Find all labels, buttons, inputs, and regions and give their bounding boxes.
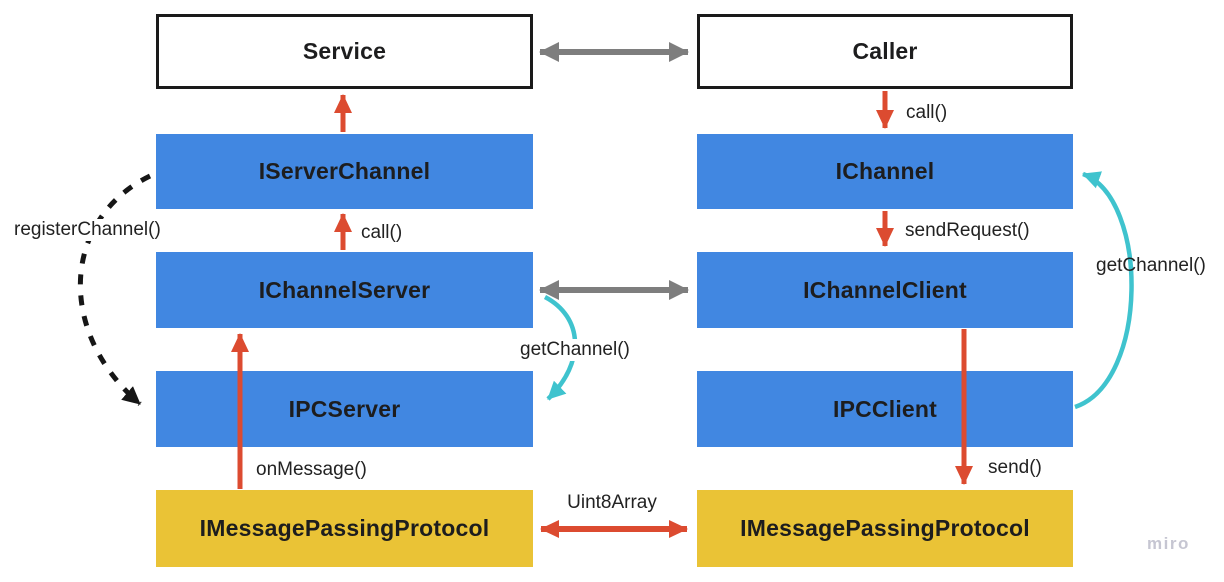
node-imessagepassingprotocol-client: IMessagePassingProtocol (697, 490, 1073, 567)
label-getchannel-left: getChannel() (518, 339, 632, 361)
node-ipcclient: IPCClient (697, 371, 1073, 447)
label-send: send() (988, 457, 1042, 478)
label-uint8array: Uint8Array (567, 492, 657, 513)
edge-getchannel-right (1074, 171, 1134, 410)
node-caller: Caller (697, 14, 1073, 89)
node-ipcserver: IPCServer (156, 371, 533, 447)
label-sendrequest: sendRequest() (905, 220, 1030, 241)
node-iserverchannel: IServerChannel (156, 134, 533, 209)
label-registerchannel: registerChannel() (12, 219, 163, 241)
miro-watermark: miro (1147, 534, 1190, 553)
label-onmessage: onMessage() (256, 459, 367, 480)
edge-registerchannel (78, 173, 152, 406)
label-getchannel-right: getChannel() (1096, 255, 1206, 276)
node-imessagepassingprotocol-server: IMessagePassingProtocol (156, 490, 533, 567)
node-ichannelserver: IChannelServer (156, 252, 533, 328)
node-ichannel: IChannel (697, 134, 1073, 209)
label-call-left: call() (361, 222, 403, 243)
node-service: Service (156, 14, 533, 89)
node-ichannelclient: IChannelClient (697, 252, 1073, 328)
label-call-right: call() (906, 102, 948, 123)
